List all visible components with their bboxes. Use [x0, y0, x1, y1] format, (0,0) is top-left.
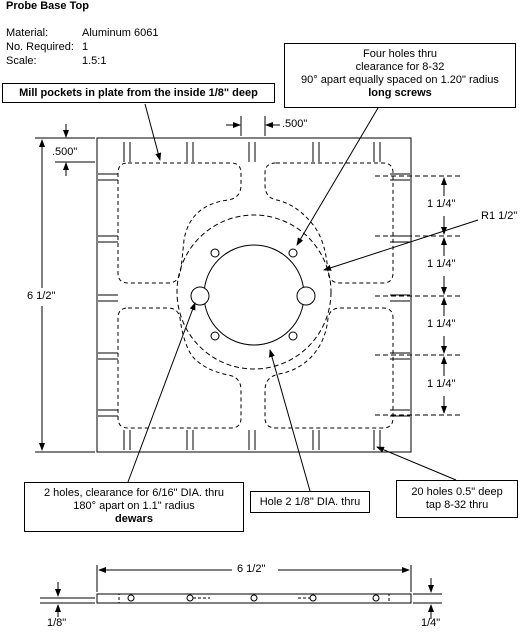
edge-margin-dimension: .500"	[52, 146, 78, 158]
screw-hole-4	[288, 331, 298, 341]
mill-pockets-text: Mill pockets in plate from the inside 1/…	[19, 87, 258, 99]
plate-width-dimension: 6 1/2"	[237, 563, 266, 575]
pockets-hidden-lines	[117, 162, 394, 429]
center-hole-text: Hole 2 1/8" DIA. thru	[259, 496, 361, 508]
four-holes-callout: Four holes thru clearance for 8-32 90° a…	[284, 43, 516, 108]
rib-width-dimension: .500"	[282, 118, 308, 130]
dewar-hole-right	[296, 286, 316, 306]
mill-pockets-callout: Mill pockets in plate from the inside 1/…	[2, 83, 275, 103]
spacing-dimension-3: 1 1/4"	[427, 318, 456, 330]
screw-hole-3	[210, 331, 220, 341]
four-holes-line2: clearance for 8-32	[355, 61, 445, 73]
edge-margin-dim	[55, 124, 95, 176]
rib-width-dim	[226, 116, 280, 136]
quantity-value: 1	[82, 41, 89, 53]
leader-lines	[127, 103, 479, 492]
plate-height-dimension: 6 1/2"	[27, 290, 56, 302]
center-hole	[203, 244, 305, 346]
thickness-left-dimension: 1/8"	[47, 617, 67, 629]
four-holes-line3: 90° apart equally spaced on 1.20" radius	[301, 74, 499, 86]
spacing-dimension-1: 1 1/4"	[427, 198, 456, 210]
dewar-hole-left	[190, 286, 210, 306]
tapped-holes-callout: 20 holes 0.5" deep tap 8-32 thru	[396, 480, 518, 518]
radius-dimension: R1 1/2"	[481, 210, 518, 222]
side-view	[40, 565, 442, 619]
spacing-dimension-2: 1 1/4"	[427, 258, 456, 270]
quantity-label: No. Required:	[6, 41, 74, 53]
two-holes-line3: dewars	[115, 513, 153, 525]
spacing-dimension-4: 1 1/4"	[427, 378, 456, 390]
material-value: Aluminum 6061	[82, 27, 159, 39]
tapped-holes-line2: tap 8-32 thru	[425, 499, 489, 511]
four-holes-line4: long screws	[368, 87, 432, 99]
screw-hole-1	[210, 248, 220, 258]
center-hole-callout: Hole 2 1/8" DIA. thru	[250, 491, 370, 513]
plate-outline	[96, 137, 412, 453]
material-label: Material:	[6, 27, 49, 39]
two-holes-line1: 2 holes, clearance for 6/16" DIA. thru	[43, 487, 224, 499]
scale-label: Scale:	[6, 55, 37, 67]
plate-height-dim	[35, 137, 95, 453]
two-holes-callout: 2 holes, clearance for 6/16" DIA. thru 1…	[24, 482, 244, 532]
spacing-dims	[375, 175, 462, 416]
scale-value: 1.5:1	[82, 55, 107, 67]
two-holes-line2: 180° apart on 1.1" radius	[73, 500, 195, 512]
screw-hole-2	[288, 248, 298, 258]
tapped-holes	[98, 142, 410, 450]
thickness-right-dimension: 1/4"	[421, 617, 441, 629]
drawing-title: Probe Base Top	[6, 0, 89, 12]
bolt-circle	[176, 214, 332, 370]
tapped-holes-line1: 20 holes 0.5" deep	[411, 486, 503, 498]
four-holes-line1: Four holes thru	[363, 48, 437, 60]
